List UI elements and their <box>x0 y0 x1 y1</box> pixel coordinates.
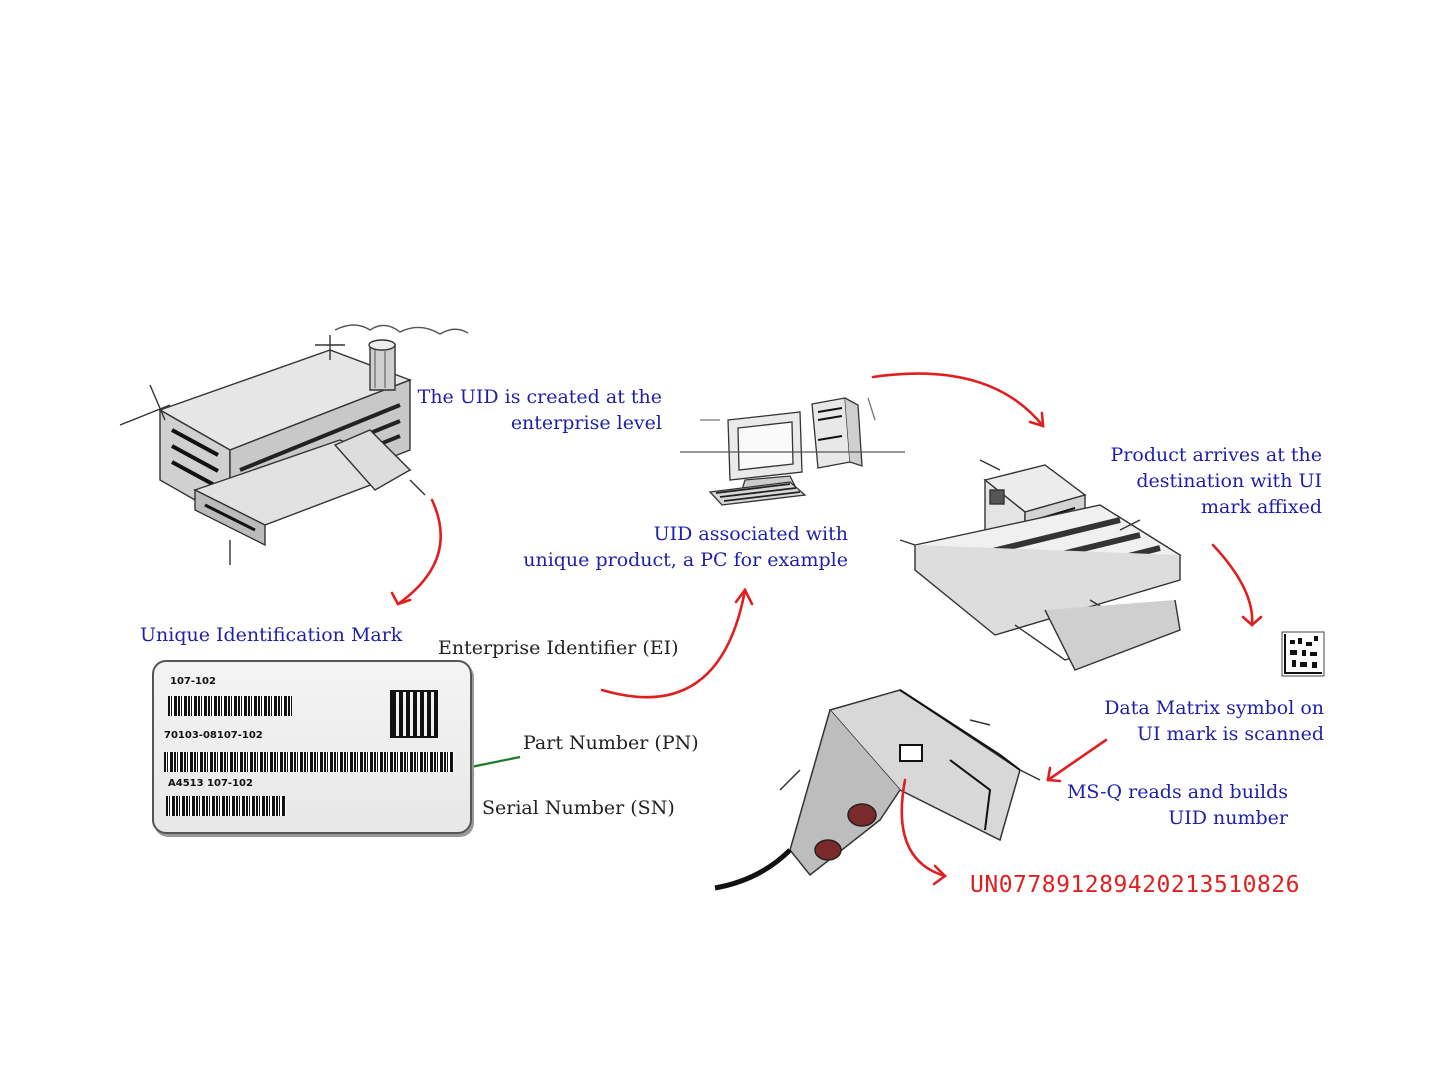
barcode-sn <box>166 796 286 816</box>
caption-line: mark affixed <box>1200 496 1322 518</box>
caption-associated: UID associated with unique product, a PC… <box>523 521 848 573</box>
caption-line: enterprise level <box>510 412 662 434</box>
caption-arrives: Product arrives at the destination with … <box>1111 442 1322 520</box>
caption-sn: Serial Number (SN) <box>482 797 675 819</box>
data-matrix-symbol <box>1281 631 1325 677</box>
caption-enterprise-level: The UID is created at the enterprise lev… <box>418 384 662 436</box>
caption-line: UID associated with <box>653 523 848 545</box>
label-line-ei: 107-102 <box>170 676 216 687</box>
arrow-factory-to-mark <box>396 498 442 606</box>
caption-mark-title: Unique Identification Mark <box>140 624 403 646</box>
caption-ei: Enterprise Identifier (EI) <box>438 637 679 659</box>
arrow-pallet-to-symbol <box>1211 543 1254 627</box>
caption-line: Product arrives at the <box>1110 444 1322 466</box>
label-data-matrix <box>390 690 438 738</box>
caption-reads: MS-Q reads and builds UID number <box>1067 779 1288 831</box>
arrow-pc-to-pallet <box>871 372 1045 428</box>
scanner-sketch <box>714 689 1041 891</box>
ui-mark-label: 107-102 70103-08107-102 A4513 107-102 <box>152 660 472 834</box>
caption-line: Data Matrix symbol on <box>1104 697 1324 719</box>
barcode-pn <box>164 752 454 772</box>
arrow-pn <box>465 755 521 770</box>
arrow-mark-to-pc <box>600 588 747 699</box>
caption-scanned: Data Matrix symbol on UI mark is scanned <box>1104 695 1324 747</box>
pallet-sketch <box>899 459 1182 671</box>
caption-line: The UID is created at the <box>417 386 662 408</box>
arrow-scanner-to-uid <box>900 778 947 878</box>
barcode-ei <box>168 696 292 716</box>
caption-line: UI mark is scanned <box>1136 723 1324 745</box>
label-line-pn: 70103-08107-102 <box>164 730 263 741</box>
uid-number: UN077891289420213510826 <box>970 872 1300 898</box>
caption-line: unique product, a PC for example <box>523 549 848 571</box>
caption-line: destination with UI <box>1136 470 1322 492</box>
label-line-sn: A4513 107-102 <box>168 778 253 789</box>
caption-line: UID number <box>1168 807 1288 829</box>
pc-sketch <box>680 397 905 506</box>
arrow-symbol-to-scanner <box>1046 738 1108 782</box>
caption-pn: Part Number (PN) <box>523 732 699 754</box>
factory-sketch <box>119 324 469 565</box>
caption-line: MS-Q reads and builds <box>1066 781 1288 803</box>
